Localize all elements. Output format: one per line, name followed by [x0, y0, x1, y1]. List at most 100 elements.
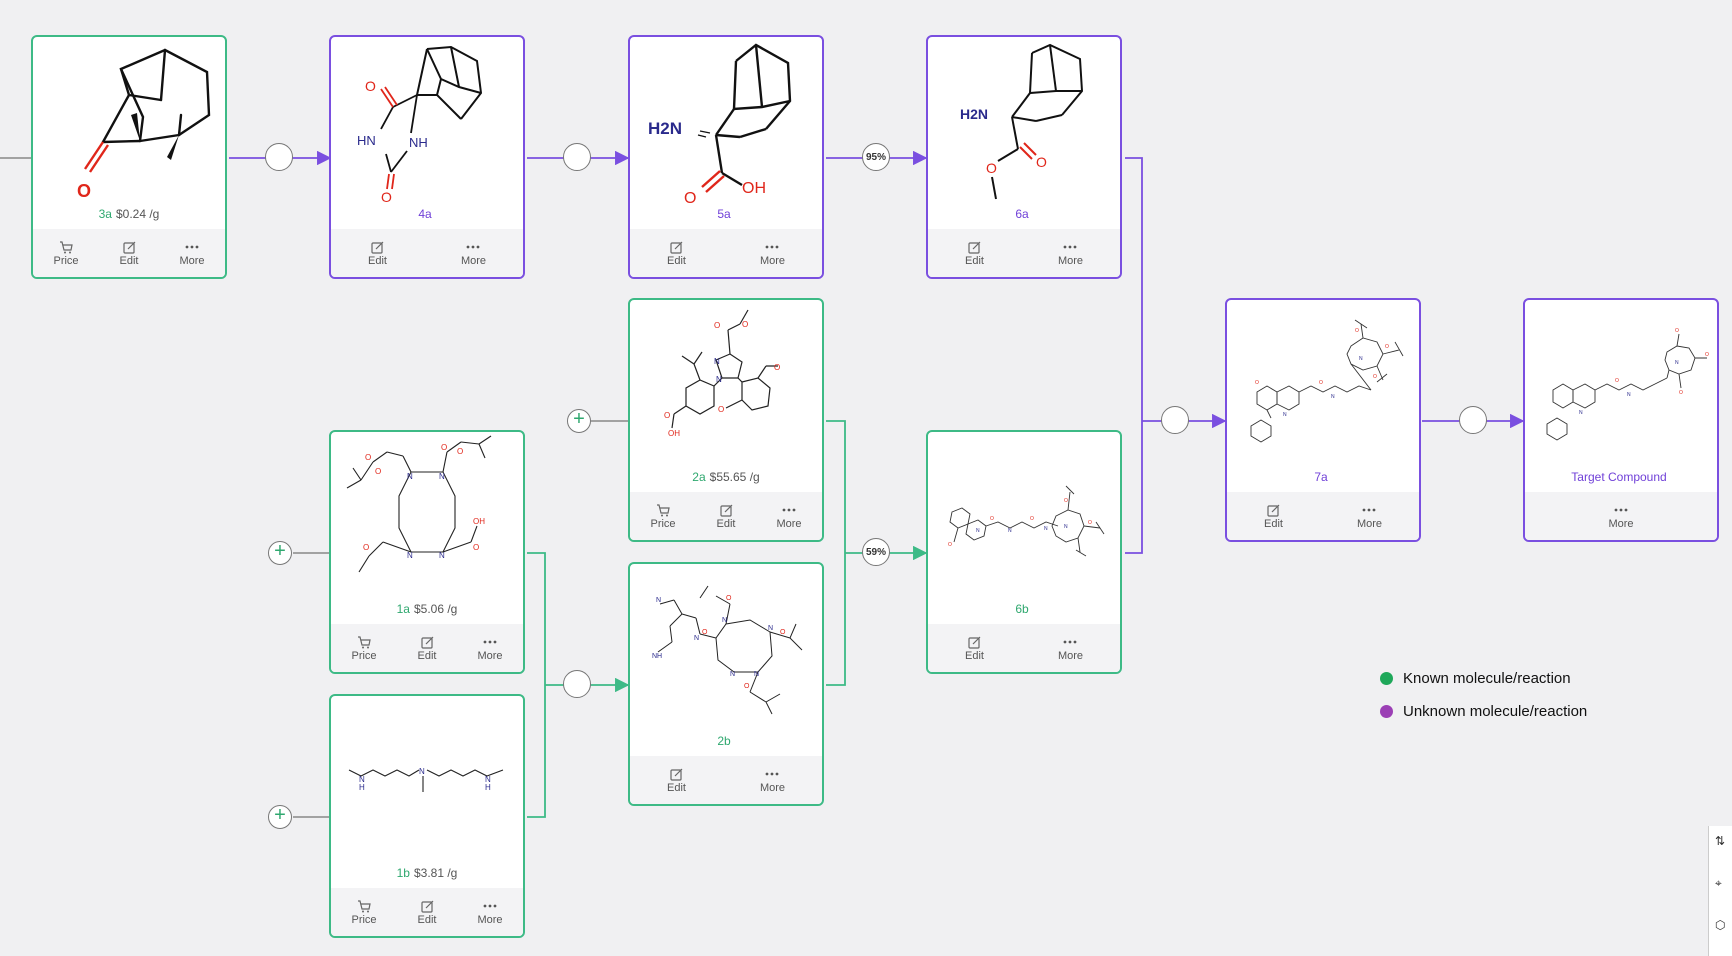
svg-text:O: O	[718, 405, 724, 414]
reaction-node-7a[interactable]	[1161, 406, 1189, 434]
svg-text:N: N	[768, 625, 773, 632]
edit-button-label: Edit	[417, 650, 437, 662]
molecule-icon[interactable]: ⬡	[1715, 918, 1726, 932]
edit-button[interactable]: Edit	[717, 502, 735, 530]
edit-icon	[968, 239, 981, 255]
unknown-dot-icon	[1380, 705, 1393, 718]
edit-button[interactable]: Edit	[965, 634, 984, 662]
reaction-node-2b[interactable]	[563, 670, 591, 698]
svg-text:N: N	[1331, 394, 1335, 400]
card-1a-label: 1a$5.06 /g	[331, 602, 523, 616]
reaction-node-5a-6a[interactable]: 95%	[862, 143, 890, 171]
more-button[interactable]: More	[461, 239, 486, 267]
more-button[interactable]: More	[477, 634, 503, 662]
compound-id: 2a	[692, 470, 706, 484]
atom-label-oxygen: O	[1036, 154, 1047, 170]
reaction-node-3a-4a[interactable]	[265, 143, 293, 171]
edit-button[interactable]: Edit	[1264, 502, 1283, 530]
more-button[interactable]: More	[179, 239, 205, 267]
more-dots-icon	[765, 766, 779, 782]
compound-id: 5a	[717, 207, 731, 221]
structure-6a-image: H2N O O	[960, 43, 1084, 200]
atom-label-nh: NH	[409, 135, 428, 150]
molecule-card-6a[interactable]: H2N O O 6a Edit More	[926, 35, 1122, 279]
edit-button[interactable]: Edit	[418, 898, 436, 926]
swap-icon[interactable]: ⇅	[1715, 834, 1726, 848]
svg-text:O: O	[1255, 380, 1259, 386]
reaction-node-target[interactable]	[1459, 406, 1487, 434]
price-button[interactable]: Price	[351, 634, 377, 662]
price-button[interactable]: Price	[351, 898, 377, 926]
more-button[interactable]: More	[1357, 502, 1382, 530]
svg-text:O: O	[714, 321, 720, 330]
side-toolbar: ⇅ ⌖ ⬡	[1708, 826, 1732, 956]
reaction-node-6b[interactable]: 59%	[862, 538, 890, 566]
more-dots-icon	[1063, 634, 1077, 650]
price-button-label: Price	[351, 914, 377, 926]
price-button[interactable]: Price	[650, 502, 676, 530]
more-button[interactable]: More	[1058, 634, 1083, 662]
svg-text:N: N	[419, 767, 425, 776]
card-4a-label: 4a	[331, 207, 523, 221]
more-button[interactable]: More	[1058, 239, 1083, 267]
more-button[interactable]: More	[477, 898, 503, 926]
edit-button-label: Edit	[666, 782, 686, 794]
molecule-card-4a[interactable]: O HN NH O 4a Edit More	[329, 35, 525, 279]
svg-text:O: O	[1679, 390, 1683, 396]
edit-button[interactable]: Edit	[368, 239, 387, 267]
card-1a-actions: Price Edit More	[331, 624, 523, 672]
edit-icon	[122, 239, 136, 255]
svg-text:O: O	[742, 320, 748, 329]
card-2a-actions: Price Edit More	[630, 492, 822, 540]
card-6a-actions: Edit More	[928, 229, 1120, 277]
svg-text:H: H	[485, 783, 491, 792]
card-5a-actions: Edit More	[630, 229, 822, 277]
edit-button[interactable]: Edit	[965, 239, 984, 267]
more-button-label: More	[1057, 650, 1083, 662]
atom-label-oxygen: O	[365, 78, 376, 94]
more-button[interactable]: More	[776, 502, 802, 530]
svg-text:N: N	[1579, 410, 1583, 416]
edit-button[interactable]: Edit	[667, 766, 686, 794]
svg-text:N: N	[1283, 412, 1287, 418]
more-button[interactable]: More	[760, 239, 785, 267]
edit-button[interactable]: Edit	[667, 239, 686, 267]
edit-button[interactable]: Edit	[417, 634, 437, 662]
card-6b-label: 6b	[928, 602, 1120, 616]
svg-text:O: O	[702, 629, 708, 636]
edit-icon	[371, 239, 384, 255]
expand-2a-plus-icon[interactable]: +	[567, 409, 591, 433]
more-button[interactable]: More	[1608, 502, 1634, 530]
cart-icon	[656, 502, 670, 518]
expand-1b-plus-icon[interactable]: +	[268, 805, 292, 829]
compound-id: 2b	[717, 734, 731, 748]
svg-text:O: O	[1373, 374, 1377, 380]
network-icon[interactable]: ⌖	[1715, 876, 1722, 890]
molecule-card-3a[interactable]: O 3a$0.24 /g Price Edit More	[31, 35, 227, 279]
reaction-node-4a-5a[interactable]	[563, 143, 591, 171]
expand-1a-plus-icon[interactable]: +	[268, 541, 292, 565]
svg-text:O: O	[1355, 328, 1359, 334]
svg-text:O: O	[1385, 344, 1389, 350]
compound-price: $3.81 /g	[413, 866, 458, 880]
svg-text:O: O	[780, 629, 786, 636]
edit-icon	[420, 898, 434, 914]
edit-icon	[420, 634, 434, 650]
more-button[interactable]: More	[760, 766, 785, 794]
compound-id: 1a	[396, 602, 410, 616]
price-button[interactable]: Price	[53, 239, 79, 267]
molecule-card-5a[interactable]: H2N OH O 5a Edit More	[628, 35, 824, 279]
edit-icon	[719, 502, 733, 518]
card-3a-label: 3a$0.24 /g	[33, 207, 225, 221]
card-6a-label: 6a	[928, 207, 1120, 221]
legend-unknown-label: Unknown molecule/reaction	[1403, 703, 1588, 720]
edit-button[interactable]: Edit	[120, 239, 138, 267]
